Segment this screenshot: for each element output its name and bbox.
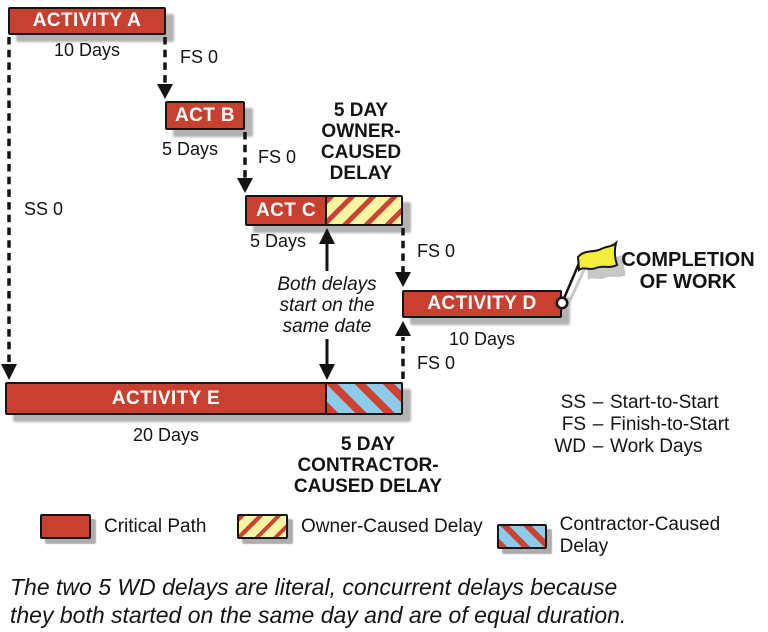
legend-item-contractor-caused-delay: Contractor-Caused Delay (497, 514, 768, 558)
owner-delay-heading-line: OWNER- (321, 121, 401, 142)
abbr-fs: FS (561, 414, 586, 435)
abbr-ss-definition: Start-to-Start (610, 392, 719, 413)
abbr-ss: SS (560, 392, 586, 413)
activity-b-bar: ACT B (165, 101, 245, 130)
activity-e-bar: ACTIVITY E (5, 382, 403, 415)
legend-label-critical-path: Critical Path (104, 515, 207, 537)
abbr-ss-dash: – (592, 392, 604, 413)
activity-d-label: ACTIVITY D (427, 293, 537, 314)
legend-label-owner-caused-delay: Owner-Caused Delay (301, 515, 483, 537)
activity-c-duration: 5 Days (249, 231, 307, 251)
ss-label-a-e: SS 0 (24, 199, 64, 219)
both-delays-note-line: start on the (279, 295, 375, 316)
activity-c-label: ACT C (255, 199, 317, 221)
activity-b-label: ACT B (174, 104, 236, 126)
abbr-wd-definition: Work Days (610, 436, 703, 457)
abbr-fs-dash: – (592, 414, 604, 435)
legend-item-critical-path: Critical Path (40, 514, 206, 539)
owner-delay-heading-line: 5 DAY (333, 100, 389, 121)
both-delays-note-line: Both delays (277, 274, 377, 295)
legend-label-contractor-caused-delay: Contractor-Caused Delay (559, 514, 721, 557)
activity-d-bar: ACTIVITY D (402, 290, 562, 318)
owner-delay-heading-line: DELAY (329, 163, 393, 184)
both-delays-note: Both delays start on the same date (256, 274, 398, 337)
activity-e-duration: 20 Days (132, 425, 200, 445)
critical-path-swatch (40, 514, 91, 539)
activity-a-bar: ACTIVITY A (8, 7, 166, 35)
activity-d-duration: 10 Days (448, 329, 516, 349)
connector-ss-a-e (1, 37, 17, 380)
contractor-delay-heading-line: CAUSED DELAY (293, 476, 443, 497)
owner-caused-delay-segment (327, 197, 401, 224)
fs-label-e-d: FS 0 (417, 353, 456, 373)
owner-delay-heading: 5 DAY OWNER- CAUSED DELAY (296, 100, 426, 184)
both-delays-down-arrow (319, 339, 335, 380)
abbr-wd-dash: – (592, 436, 604, 457)
activity-e-work-segment: ACTIVITY E (7, 384, 327, 413)
abbreviation-key: SS – Start-to-Start FS – Finish-to-Start… (548, 392, 729, 457)
contractor-caused-delay-swatch (497, 523, 547, 549)
completion-of-work-heading: COMPLETION OF WORK (610, 249, 766, 293)
activity-e-label: ACTIVITY E (111, 387, 221, 409)
contractor-delay-heading: 5 DAY CONTRACTOR- CAUSED DELAY (276, 434, 460, 497)
contractor-delay-heading-line: 5 DAY (340, 434, 396, 455)
abbr-wd: WD (554, 436, 586, 457)
completion-heading-line: OF WORK (639, 271, 737, 293)
figure-caption: The two 5 WD delays are literal, concurr… (10, 573, 758, 629)
owner-caused-delay-swatch (237, 514, 288, 539)
abbr-fs-definition: Finish-to-Start (610, 414, 730, 435)
activity-a-duration: 10 Days (53, 40, 121, 60)
figure-caption-line: they both started on the same day and ar… (10, 602, 627, 628)
contractor-caused-delay-segment (327, 384, 401, 413)
completion-heading-line: COMPLETION (621, 249, 755, 271)
activity-b-duration: 5 Days (161, 139, 219, 159)
activity-a-label: ACTIVITY A (32, 10, 142, 31)
fs-label-a-b: FS 0 (180, 47, 219, 67)
owner-delay-heading-line: CAUSED (320, 142, 402, 163)
legend-item-owner-caused-delay: Owner-Caused Delay (237, 514, 483, 539)
contractor-delay-heading-line: CONTRACTOR- (297, 455, 439, 476)
both-delays-note-line: same date (282, 316, 372, 337)
figure-caption-line: The two 5 WD delays are literal, concurr… (10, 574, 618, 600)
fs-label-b-c: FS 0 (258, 147, 297, 167)
fs-label-c-d: FS 0 (417, 241, 456, 261)
activity-c-bar: ACT C (245, 195, 403, 226)
activity-c-work-segment: ACT C (247, 197, 327, 224)
